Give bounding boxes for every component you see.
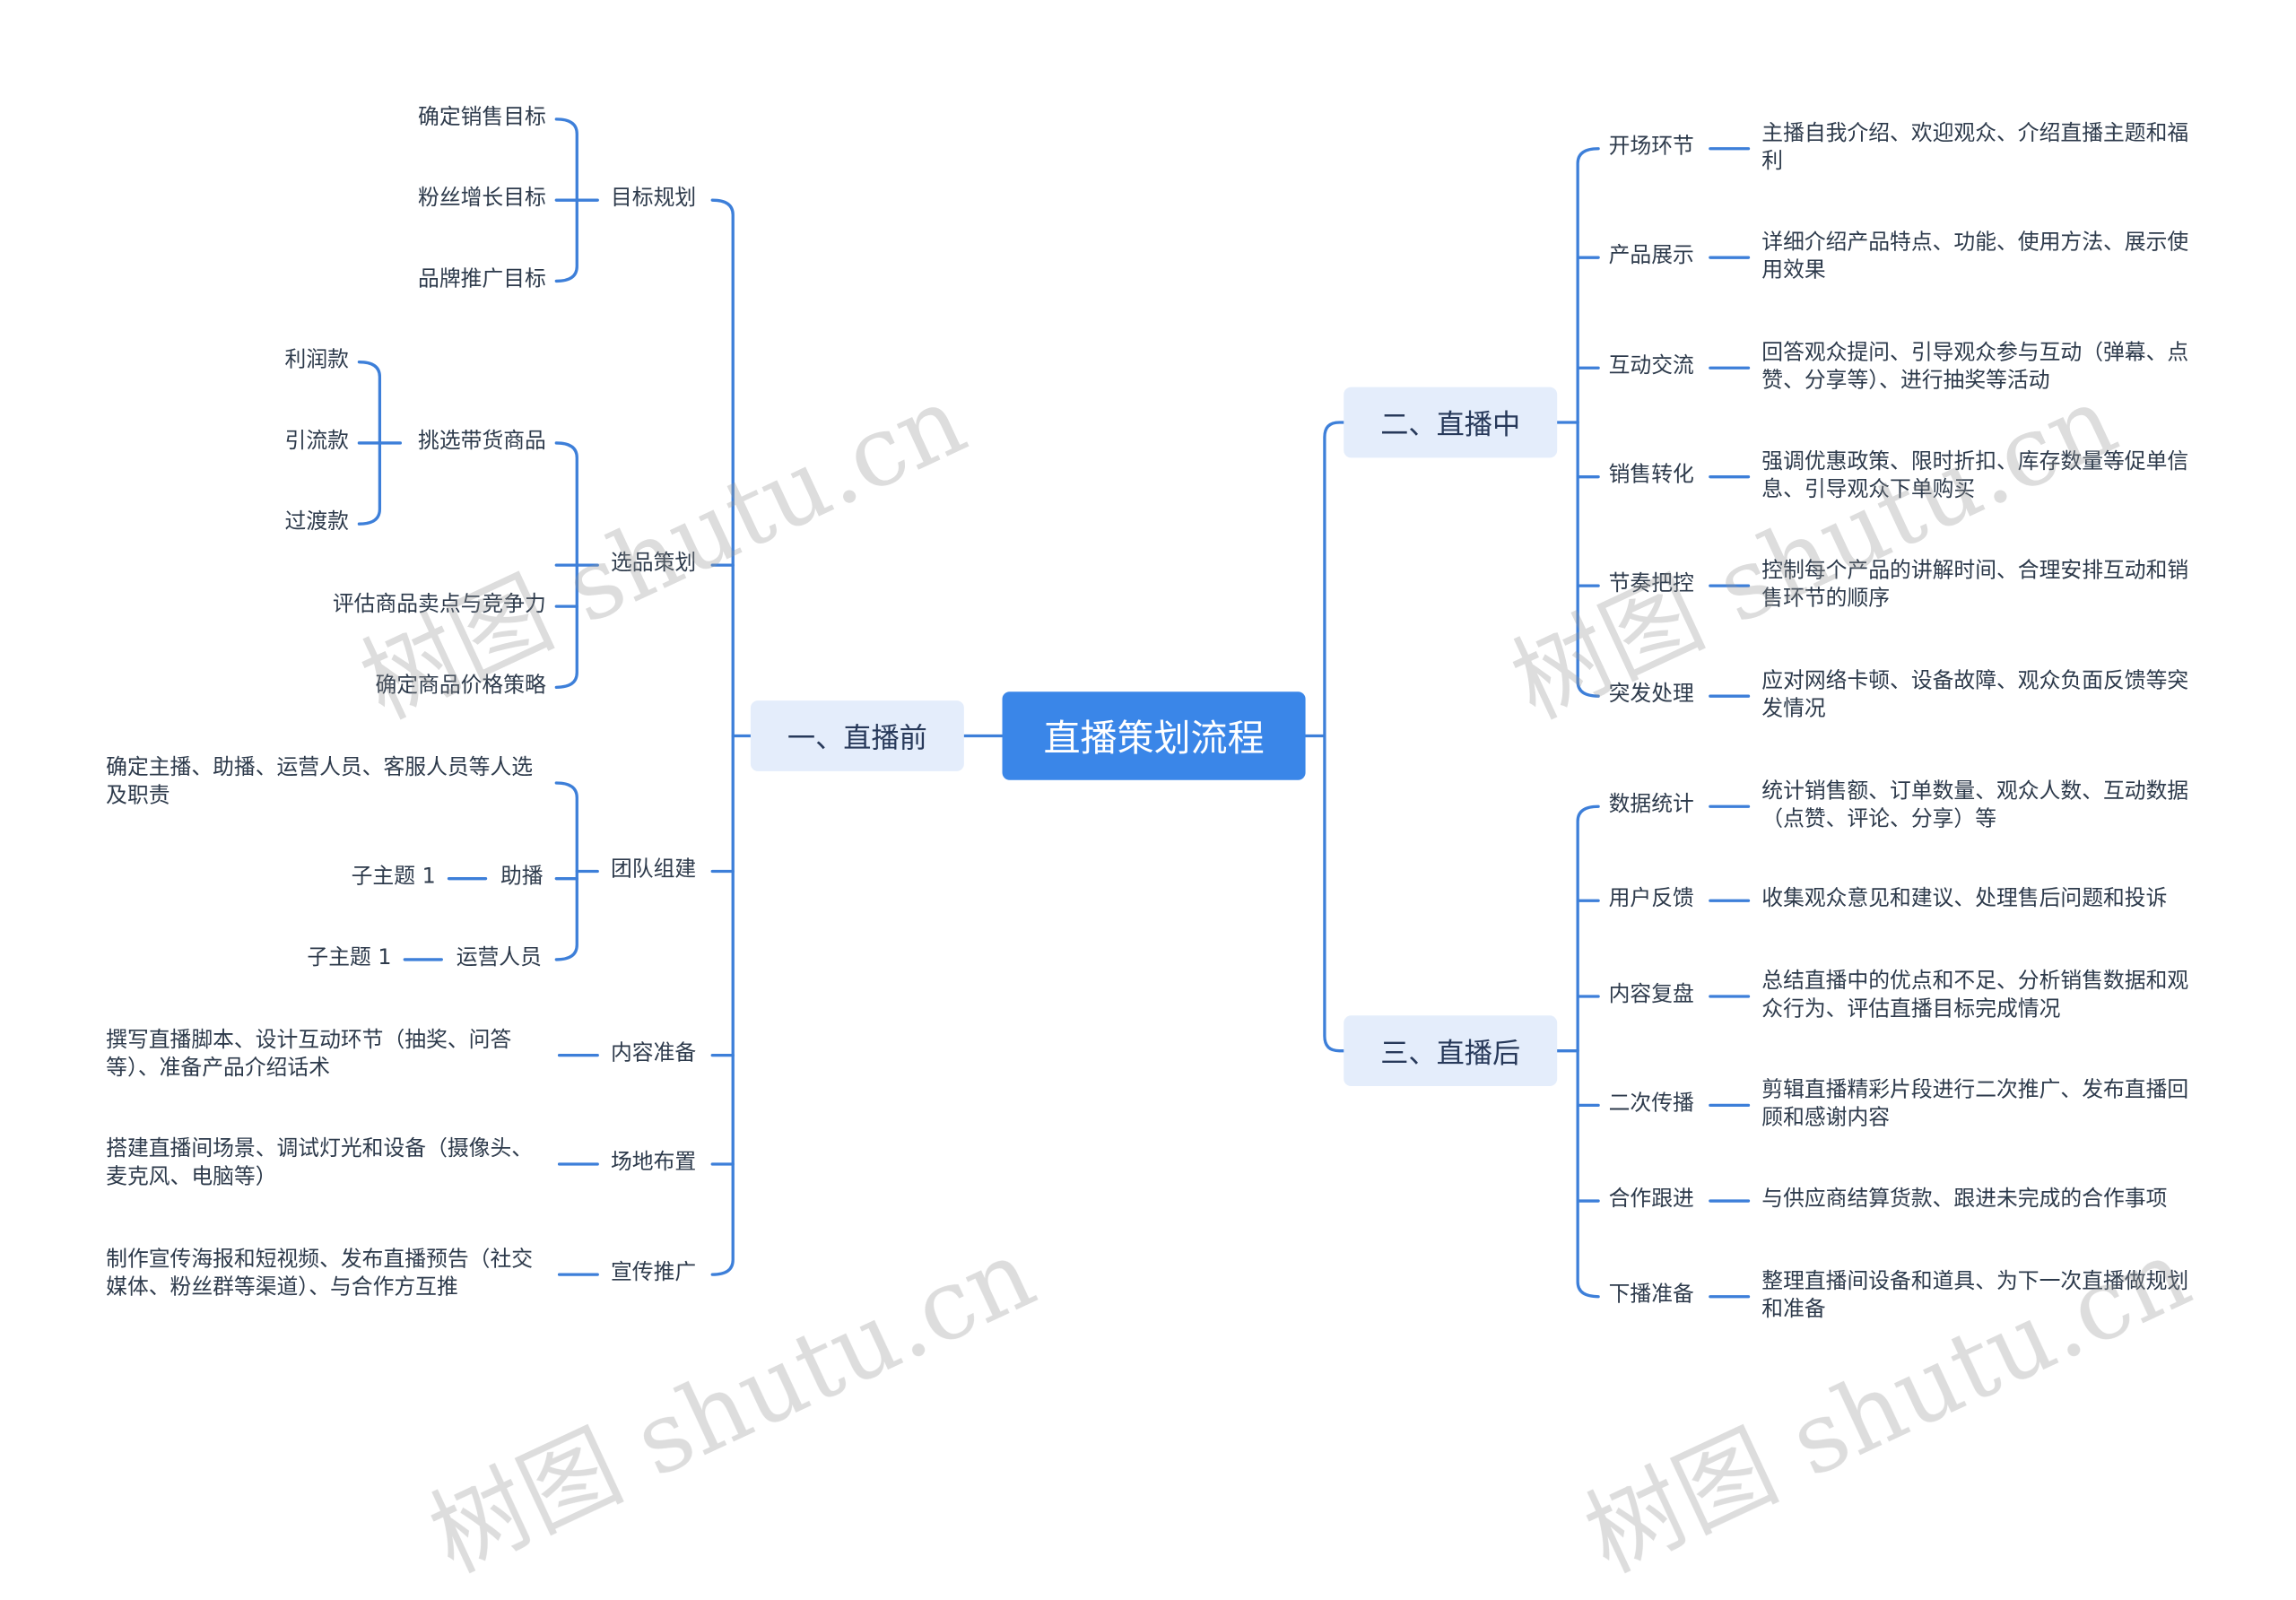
topic-secondary-spread[interactable]: 二次传播 xyxy=(1608,1091,1694,1116)
topic-opening[interactable]: 开场环节 xyxy=(1608,135,1694,160)
branch-during-live[interactable]: 二、直播中 xyxy=(1344,387,1558,458)
topic-data-stats[interactable]: 数据统计 xyxy=(1608,793,1694,817)
leaf-emergency-desc[interactable]: 应对网络卡顿、设备故障、观众负面反馈等突发情况 xyxy=(1761,669,2189,722)
root-topic[interactable]: 直播策划流程 xyxy=(1002,691,1306,780)
leaf-traffic-item[interactable]: 引流款 xyxy=(284,430,349,454)
leaf-operator-subtopic[interactable]: 子主题 1 xyxy=(307,946,392,970)
leaf-content-desc[interactable]: 撰写直播脚本、设计互动环节（抽奖、问答等）、准备产品介绍话术 xyxy=(106,1029,512,1081)
topic-venue-setup[interactable]: 场地布置 xyxy=(611,1151,697,1175)
topic-content-prep[interactable]: 内容准备 xyxy=(611,1041,697,1066)
leaf-venue-desc[interactable]: 搭建直播间场景、调试灯光和设备（摄像头、麦克风、电脑等） xyxy=(106,1137,534,1189)
topic-interaction[interactable]: 互动交流 xyxy=(1608,354,1694,378)
leaf-pacing-desc[interactable]: 控制每个产品的讲解时间、合理安排互动和销售环节的顺序 xyxy=(1761,559,2189,612)
leaf-team-roles[interactable]: 确定主播、助播、运营人员、客服人员等人选及职责 xyxy=(106,756,534,808)
topic-user-feedback[interactable]: 用户反馈 xyxy=(1608,887,1694,911)
leaf-assistant-subtopic[interactable]: 子主题 1 xyxy=(351,865,436,890)
leaf-data-stats-desc[interactable]: 统计销售额、订单数量、观众人数、互动数据（点赞、评论、分享）等 xyxy=(1761,779,2189,832)
leaf-fans-goal[interactable]: 粉丝增长目标 xyxy=(418,187,546,211)
topic-content-review[interactable]: 内容复盘 xyxy=(1608,983,1694,1007)
topic-assistant[interactable]: 助播 xyxy=(500,865,544,890)
branch-before-live[interactable]: 一、直播前 xyxy=(750,700,964,771)
topic-goal-planning[interactable]: 目标规划 xyxy=(611,187,697,211)
topic-pacing[interactable]: 节奏把控 xyxy=(1608,572,1694,596)
leaf-content-review-desc[interactable]: 总结直播中的优点和不足、分析销售数据和观众行为、评估直播目标完成情况 xyxy=(1761,970,2189,1022)
leaf-interaction-desc[interactable]: 回答观众提问、引导观众参与互动（弹幕、点赞、分享等）、进行抽奖等活动 xyxy=(1761,341,2189,394)
topic-sales-conversion[interactable]: 销售转化 xyxy=(1608,463,1694,488)
leaf-partner-followup-desc[interactable]: 与供应商结算货款、跟进未完成的合作事项 xyxy=(1761,1187,2168,1212)
topic-offline-prep[interactable]: 下播准备 xyxy=(1608,1283,1694,1308)
topic-team-building[interactable]: 团队组建 xyxy=(611,857,697,882)
topic-pick-products[interactable]: 挑选带货商品 xyxy=(418,430,546,454)
leaf-evaluate-products[interactable]: 评估商品卖点与竞争力 xyxy=(332,593,546,617)
topic-product-selection[interactable]: 选品策划 xyxy=(611,552,697,576)
leaf-user-feedback-desc[interactable]: 收集观众意见和建议、处理售后问题和投诉 xyxy=(1761,887,2168,911)
leaf-brand-goal[interactable]: 品牌推广目标 xyxy=(418,267,546,291)
leaf-secondary-spread-desc[interactable]: 剪辑直播精彩片段进行二次推广、发布直播回顾和感谢内容 xyxy=(1761,1078,2189,1131)
leaf-profit-item[interactable]: 利润款 xyxy=(284,348,349,373)
topic-partner-followup[interactable]: 合作跟进 xyxy=(1608,1187,1694,1212)
topic-emergency[interactable]: 突发处理 xyxy=(1608,683,1694,707)
leaf-price-strategy[interactable]: 确定商品价格策略 xyxy=(375,674,546,698)
leaf-sales-conversion-desc[interactable]: 强调优惠政策、限时折扣、库存数量等促单信息、引导观众下单购买 xyxy=(1761,450,2189,502)
leaf-offline-prep-desc[interactable]: 整理直播间设备和道具、为下一次直播做规划和准备 xyxy=(1761,1270,2189,1322)
topic-operator[interactable]: 运营人员 xyxy=(456,946,542,970)
leaf-sales-goal[interactable]: 确定销售目标 xyxy=(418,106,546,130)
leaf-opening-desc[interactable]: 主播自我介绍、欢迎观众、介绍直播主题和福利 xyxy=(1761,122,2189,174)
leaf-product-demo-desc[interactable]: 详细介绍产品特点、功能、使用方法、展示使用效果 xyxy=(1761,230,2189,283)
branch-after-live[interactable]: 三、直播后 xyxy=(1344,1015,1558,1087)
mind-map-canvas: 直播策划流程 一、直播前 二、直播中 三、直播后 目标规划 选品策划 团队组建 … xyxy=(106,106,2206,1595)
leaf-transition-item[interactable]: 过渡款 xyxy=(284,510,349,535)
connector-lines xyxy=(357,117,1751,1299)
topic-product-demo[interactable]: 产品展示 xyxy=(1608,244,1694,268)
topic-promotion[interactable]: 宣传推广 xyxy=(611,1261,697,1285)
leaf-promo-desc[interactable]: 制作宣传海报和短视频、发布直播预告（社交媒体、粉丝群等渠道）、与合作方互推 xyxy=(106,1248,534,1300)
